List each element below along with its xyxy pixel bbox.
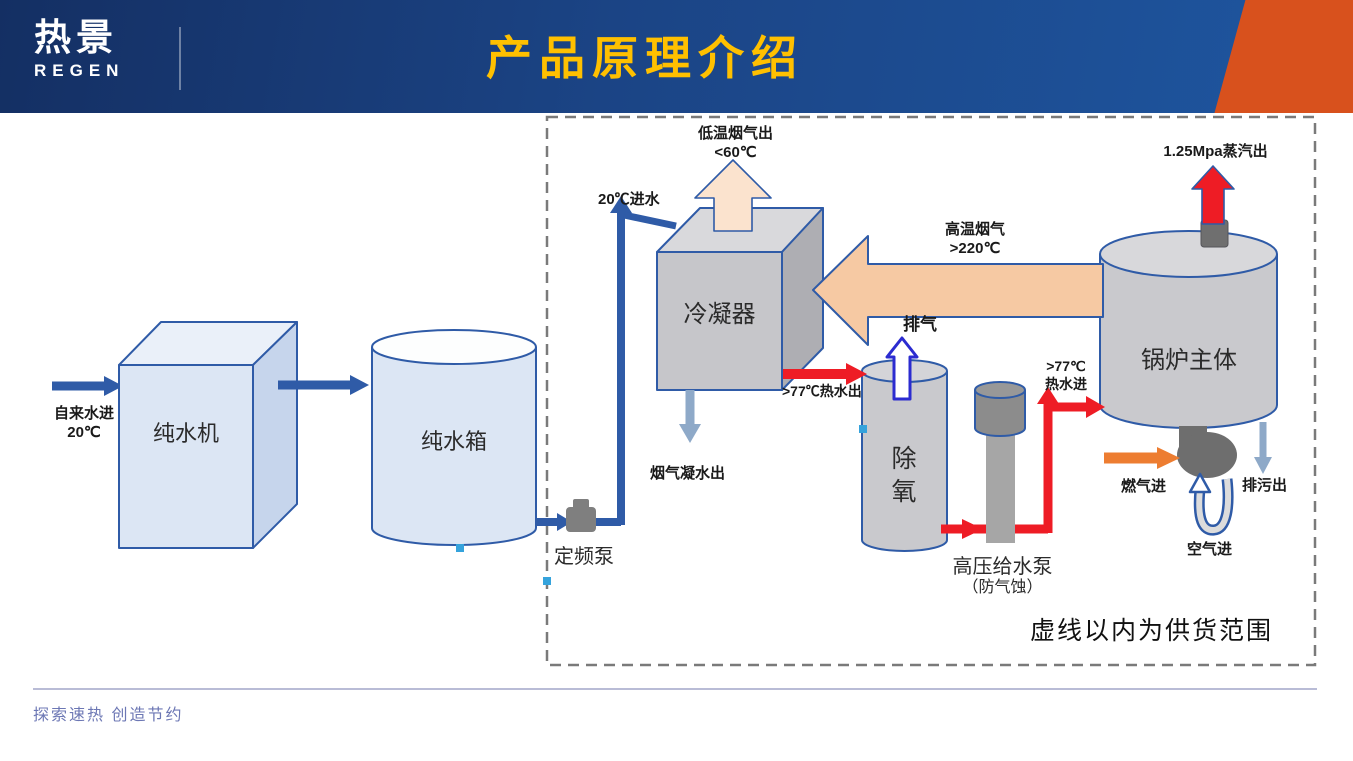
label-flue-condensate-out: 烟气凝水出 xyxy=(650,465,726,482)
label-fixed-pump: 定频泵 xyxy=(554,546,614,568)
purifier-shape xyxy=(118,321,298,549)
logo-chinese: 热景 xyxy=(34,17,118,58)
gas-in-arrow xyxy=(1104,447,1180,469)
label-purifier: 纯水机 xyxy=(152,421,219,446)
fixed-pump-shape xyxy=(566,499,596,532)
label-hot-water-out: >77℃热水出 xyxy=(782,383,862,399)
boiler-shape xyxy=(1099,219,1278,429)
label-deaerator: 除氧 xyxy=(891,445,917,506)
selection-handles[interactable] xyxy=(456,425,867,585)
condensate-arrow xyxy=(679,390,701,443)
condenser-shape xyxy=(656,207,824,391)
label-steam-out: 1.25Mpa蒸汽出 xyxy=(1163,143,1268,160)
high-temp-flue-arrow xyxy=(812,235,1104,346)
header-banner: 热景 REGEN 产品原理介绍 xyxy=(0,0,1353,113)
label-air-in: 空气进 xyxy=(1187,541,1233,558)
label-low-temp-flue-out: 低温烟气出 <60℃ xyxy=(697,125,773,162)
label-feed-pump-note: （防气蚀） xyxy=(962,579,1043,596)
label-vent: 排气 xyxy=(903,315,937,334)
steam-out-arrow xyxy=(1191,165,1235,225)
vent-arrow xyxy=(885,336,919,401)
supply-boundary-box xyxy=(545,115,1317,667)
feed-pipe-blue xyxy=(536,196,677,531)
hot-water-boiler-arrowhead xyxy=(1086,396,1105,418)
label-tap-water-in: 自来水进 20℃ xyxy=(53,405,114,442)
label-high-temp-flue: 高温烟气 >220℃ xyxy=(944,221,1005,258)
label-boiler: 锅炉主体 xyxy=(1141,347,1237,374)
label-feed-pump: 高压给水泵 xyxy=(952,556,1053,578)
label-supply-boundary-note: 虚线以内为供货范围 xyxy=(1030,617,1274,645)
label-blowdown-out: 排污出 xyxy=(1242,477,1288,494)
feed-pump-shape xyxy=(974,381,1026,543)
blowdown-arrow xyxy=(1254,422,1272,474)
low-temp-flue-arrow xyxy=(694,159,772,232)
label-condenser: 冷凝器 xyxy=(683,301,756,328)
tank-shape xyxy=(371,329,537,546)
label-inlet-20c: 20℃进水 xyxy=(598,191,660,208)
hot-water-out-arrow xyxy=(783,363,867,385)
footer-divider xyxy=(33,688,1317,690)
riser-up-arrowhead xyxy=(610,196,632,213)
label-hot-water-in: >77℃ 热水进 xyxy=(1045,358,1087,392)
hot-water-up-arrowhead xyxy=(1037,387,1059,404)
page-title: 产品原理介绍 xyxy=(486,32,804,84)
purifier-to-tank-arrow xyxy=(278,375,369,395)
air-in-arrow xyxy=(1188,472,1234,536)
label-gas-in: 燃气进 xyxy=(1121,478,1167,495)
burner-shape xyxy=(1177,426,1237,478)
tap-water-arrow xyxy=(52,376,123,396)
footer-slogan: 探索速热 创造节约 xyxy=(33,707,184,724)
logo-divider xyxy=(179,27,181,90)
company-logo: 热景 REGEN xyxy=(34,17,125,81)
label-tank: 纯水箱 xyxy=(420,429,487,454)
logo-english: REGEN xyxy=(34,60,125,80)
